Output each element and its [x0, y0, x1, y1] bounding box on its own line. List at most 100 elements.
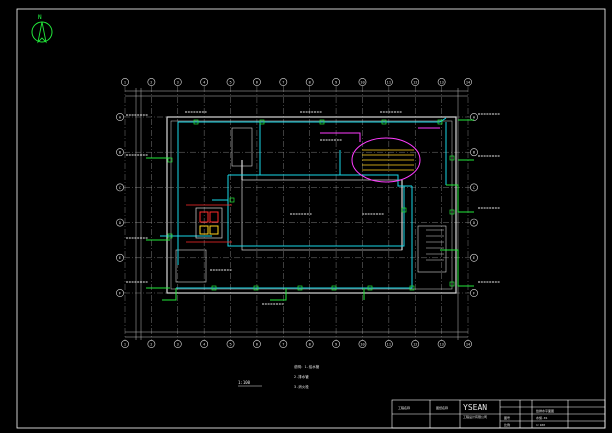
grid-row-label: A	[119, 115, 122, 119]
fixture-symbol	[449, 281, 455, 287]
grid-column-label: 14	[466, 342, 470, 346]
fixture-symbol	[449, 209, 455, 215]
grid-column-11: 11 11	[384, 78, 393, 348]
hot-water-pipes	[320, 127, 440, 183]
grid-column-13: 13 13	[437, 78, 446, 348]
grid-row-label: B	[119, 151, 121, 155]
drainage-pipes	[146, 119, 474, 301]
grid-column-label: 6	[256, 80, 258, 84]
north-arrow-label: N	[38, 14, 42, 21]
north-arrow-icon: N	[31, 14, 53, 44]
grid-column-label: 2	[150, 80, 152, 84]
title-block	[391, 399, 606, 429]
grid-column-label: 4	[203, 80, 205, 84]
fixture-symbol	[319, 119, 325, 125]
grid-column-label: 1	[124, 80, 126, 84]
fixture-symbol	[297, 285, 303, 291]
fixture-symbol	[449, 155, 455, 161]
grid-column-label: 8	[309, 80, 311, 84]
fixture-symbol	[193, 119, 199, 125]
pipe-annotation-labels	[126, 111, 500, 305]
fixture-symbol	[229, 197, 235, 203]
grid-column-label: 3	[177, 80, 179, 84]
grid-column-label: 1	[124, 342, 126, 346]
note-line-2: 2.排水管	[294, 374, 309, 379]
fixture-symbol	[381, 119, 387, 125]
grid-column-label: 10	[360, 342, 364, 346]
title-drawing-name: 给排水平面图	[536, 408, 554, 413]
fixture-symbol	[167, 233, 173, 239]
building-walls	[166, 116, 457, 294]
grid-column-4: 44	[200, 78, 209, 348]
grid-row-label: C	[473, 186, 475, 190]
grid-column-label: 12	[413, 342, 417, 346]
grid-column-6: 66	[253, 78, 261, 348]
grid-column-label: 6	[256, 342, 258, 346]
title-project-label: 工程名称	[398, 405, 410, 410]
grid-column-label: 7	[282, 342, 284, 346]
grid-column-label: 11	[387, 342, 391, 346]
grid-row-label: E	[119, 256, 121, 260]
fixture-symbols	[167, 119, 455, 291]
grid-row-label: F	[119, 291, 121, 295]
grid-row-label: C	[119, 186, 121, 190]
grid-column-label: 11	[387, 80, 391, 84]
fixture-symbol	[331, 285, 337, 291]
note-line-3: 3.消火栓	[294, 384, 309, 389]
grid-column-label: 9	[335, 80, 337, 84]
logo-subtext: 工程设计有限公司	[463, 414, 487, 419]
water-supply-pipes	[160, 117, 447, 289]
logo-text: YSEAN	[463, 403, 487, 412]
fixture-symbol	[437, 119, 443, 125]
title-drawing-no-label: 图号	[504, 415, 510, 420]
grid-column-7: 77	[279, 78, 288, 348]
fixture-symbol	[259, 119, 265, 125]
fixture-symbol	[409, 285, 415, 291]
grid-column-label: 10	[360, 80, 364, 84]
design-notes: 1:100 说明：1.给水管 2.排水管 3.消火栓	[238, 364, 320, 389]
title-drawing-no: 水施-01	[536, 415, 548, 420]
fixture-symbol	[253, 285, 259, 291]
title-scale: 1:100	[536, 423, 545, 427]
grid-row-label: A	[473, 115, 476, 119]
grid-column-label: 4	[203, 342, 205, 346]
grid-column-9: 99	[332, 78, 340, 348]
grid-row-label: F	[473, 291, 475, 295]
fixture-symbol	[367, 285, 373, 291]
grid-column-2: 22	[147, 78, 156, 348]
grid-column-label: 5	[229, 342, 231, 346]
grid-column-label: 13	[439, 342, 443, 346]
sheet-frame	[16, 8, 606, 429]
grid-row-label: D	[473, 221, 475, 225]
stair-hatch-right	[426, 229, 444, 261]
grid-column-label: 3	[177, 342, 179, 346]
grid-column-8: 88	[305, 78, 314, 348]
grid-column-label: 7	[282, 80, 284, 84]
plan-scale-text: 1:100	[238, 380, 251, 385]
grid-row-label: E	[473, 256, 475, 260]
grid-column-label: 5	[229, 80, 231, 84]
stair-hatch	[362, 149, 414, 171]
grid-column-label: 9	[335, 342, 337, 346]
title-scale-label: 比例	[504, 422, 510, 427]
grid-column-label: 13	[439, 80, 443, 84]
grid-column-10: 10 10	[358, 78, 367, 348]
fixture-symbol	[167, 157, 173, 163]
note-line-1: 说明：1.给水管	[294, 364, 320, 369]
dimension-lines	[125, 88, 468, 340]
fixture-symbol	[211, 285, 217, 291]
fixture-symbol	[401, 207, 407, 213]
pump-room-equipment	[186, 204, 232, 243]
grid-column-label: 2	[150, 342, 152, 346]
grid-column-label: 8	[309, 342, 311, 346]
grid-column-5: 55	[226, 78, 235, 348]
title-drawing-label: 图纸名称	[436, 405, 448, 410]
grid-row-label: B	[473, 151, 475, 155]
